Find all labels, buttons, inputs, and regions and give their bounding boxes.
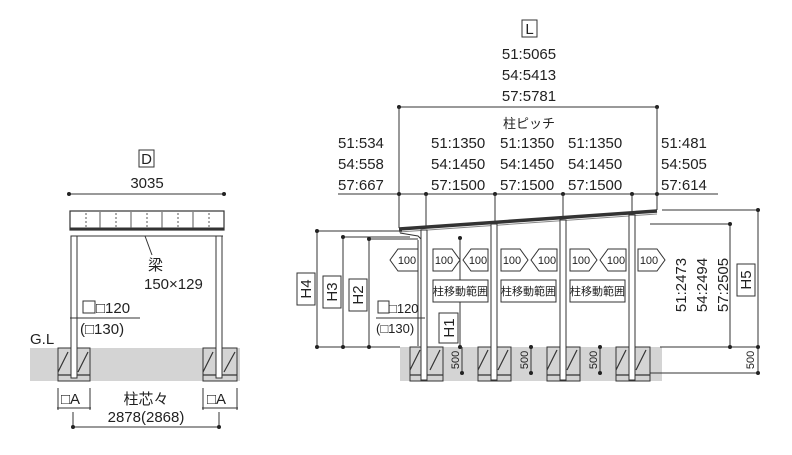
roof-line	[398, 209, 658, 231]
post-size: □120	[96, 300, 130, 317]
move-range-label-2: 柱移動範囲	[501, 284, 556, 298]
embed-depth-3: 500	[588, 351, 600, 369]
depth-value: 3035	[130, 175, 163, 192]
span-3-54: 54:1450	[568, 156, 622, 173]
post-4	[628, 214, 636, 381]
h3-box	[322, 275, 342, 309]
front-view: L 51:5065 54:5413 57:5781 柱ピッチ 51:534 54…	[296, 19, 760, 382]
move-range-label-1: 柱移動範囲	[433, 284, 488, 298]
span-3-51: 51:1350	[568, 135, 622, 152]
length-label: L	[525, 21, 533, 38]
h5-value-57: 57:2505	[715, 258, 732, 312]
h5-value-51: 51:2473	[673, 258, 690, 312]
side-view: D 3035 梁 150×129 G.L	[30, 149, 240, 429]
post-left	[70, 235, 78, 379]
span-4-51: 51:481	[661, 135, 707, 152]
arrow-right-1	[432, 248, 461, 272]
post-size-alt: (□130)	[80, 321, 124, 338]
foundation-label-right: □A	[207, 391, 226, 408]
arrow-value: 100	[538, 255, 556, 267]
dim-dot	[71, 425, 75, 429]
span-2-57: 57:1500	[500, 177, 554, 194]
h4-label: H4	[298, 279, 315, 298]
arrow-left-4	[599, 248, 627, 272]
roof-ribs	[99, 212, 194, 228]
move-arrows: 100 100 100 100 100 100 100 100	[389, 248, 666, 272]
arrow-value: 100	[398, 255, 416, 267]
span-4-54: 54:505	[661, 156, 707, 173]
pitch-ticks	[397, 192, 659, 226]
post-size-square	[82, 300, 96, 314]
post-size: □120	[389, 301, 419, 316]
span-1-54: 54:1450	[431, 156, 485, 173]
post-size-alt: (□130)	[376, 321, 414, 336]
embed-depth-1: 500	[450, 351, 462, 369]
h2-box	[348, 278, 368, 312]
span-0-51: 51:534	[338, 135, 384, 152]
arrow-value: 100	[469, 255, 487, 267]
span-2-51: 51:1350	[500, 135, 554, 152]
span-0-57: 57:667	[338, 177, 384, 194]
span-1-57: 57:1500	[431, 177, 485, 194]
span-values: 51:534 54:558 57:667 51:1350 54:1450 57:…	[338, 135, 707, 194]
length-value-57: 57:5781	[502, 88, 556, 105]
roof-underside	[398, 213, 658, 233]
arrow-value: 100	[572, 255, 590, 267]
post-center-value: 2878(2868)	[108, 409, 185, 426]
h5-box	[736, 263, 756, 297]
h5-label: H5	[738, 270, 755, 289]
span-3-57: 57:1500	[568, 177, 622, 194]
post-1	[420, 229, 428, 381]
arrow-left-1	[389, 248, 419, 272]
beam-label: 梁	[148, 257, 163, 274]
beam-size: 150×129	[144, 276, 203, 293]
embed-dimensions	[460, 345, 602, 375]
beam-leader	[144, 235, 153, 256]
length-value-51: 51:5065	[502, 46, 556, 63]
post-right	[215, 235, 223, 379]
h5-dimension	[650, 208, 760, 375]
h4-box	[296, 272, 316, 306]
arrow-value: 100	[640, 255, 658, 267]
move-range-labels: 柱移動範囲 柱移動範囲 柱移動範囲	[432, 279, 626, 303]
h5-value-54: 54:2494	[694, 258, 711, 312]
span-0-54: 54:558	[338, 156, 384, 173]
post-2	[490, 223, 498, 381]
h1-label: H1	[441, 318, 458, 337]
depth-label: D	[141, 151, 152, 168]
length-label-box	[521, 19, 538, 38]
h2-label: H2	[350, 285, 367, 304]
post-size-square	[377, 300, 390, 314]
arrow-left-3	[530, 248, 558, 272]
pitch-label: 柱ピッチ	[503, 116, 555, 131]
span-4-57: 57:614	[661, 177, 707, 194]
length-value-54: 54:5413	[502, 67, 556, 84]
ground-label: G.L	[30, 331, 54, 348]
arrow-left-2	[462, 248, 489, 272]
arrow-value: 100	[607, 255, 625, 267]
dim-dot	[222, 192, 226, 196]
h1-box	[438, 312, 459, 344]
arrow-value: 100	[503, 255, 521, 267]
foundation-label-left: □A	[61, 391, 80, 408]
post-center-label: 柱芯々	[123, 391, 168, 408]
arrow-right-4	[637, 248, 666, 272]
dim-dot	[217, 425, 221, 429]
move-range-label-3: 柱移動範囲	[570, 284, 625, 298]
span-2-54: 54:1450	[500, 156, 554, 173]
embed-depth-right: 500	[745, 351, 757, 369]
embed-depth-2: 500	[519, 351, 531, 369]
arrow-value: 100	[435, 255, 453, 267]
arrow-right-3	[569, 248, 598, 272]
h3-label: H3	[324, 282, 341, 301]
post-3	[559, 219, 567, 381]
posts	[420, 214, 636, 381]
dim-dot	[67, 192, 71, 196]
depth-label-box	[138, 149, 155, 168]
arrow-right-2	[500, 248, 529, 272]
span-1-51: 51:1350	[431, 135, 485, 152]
